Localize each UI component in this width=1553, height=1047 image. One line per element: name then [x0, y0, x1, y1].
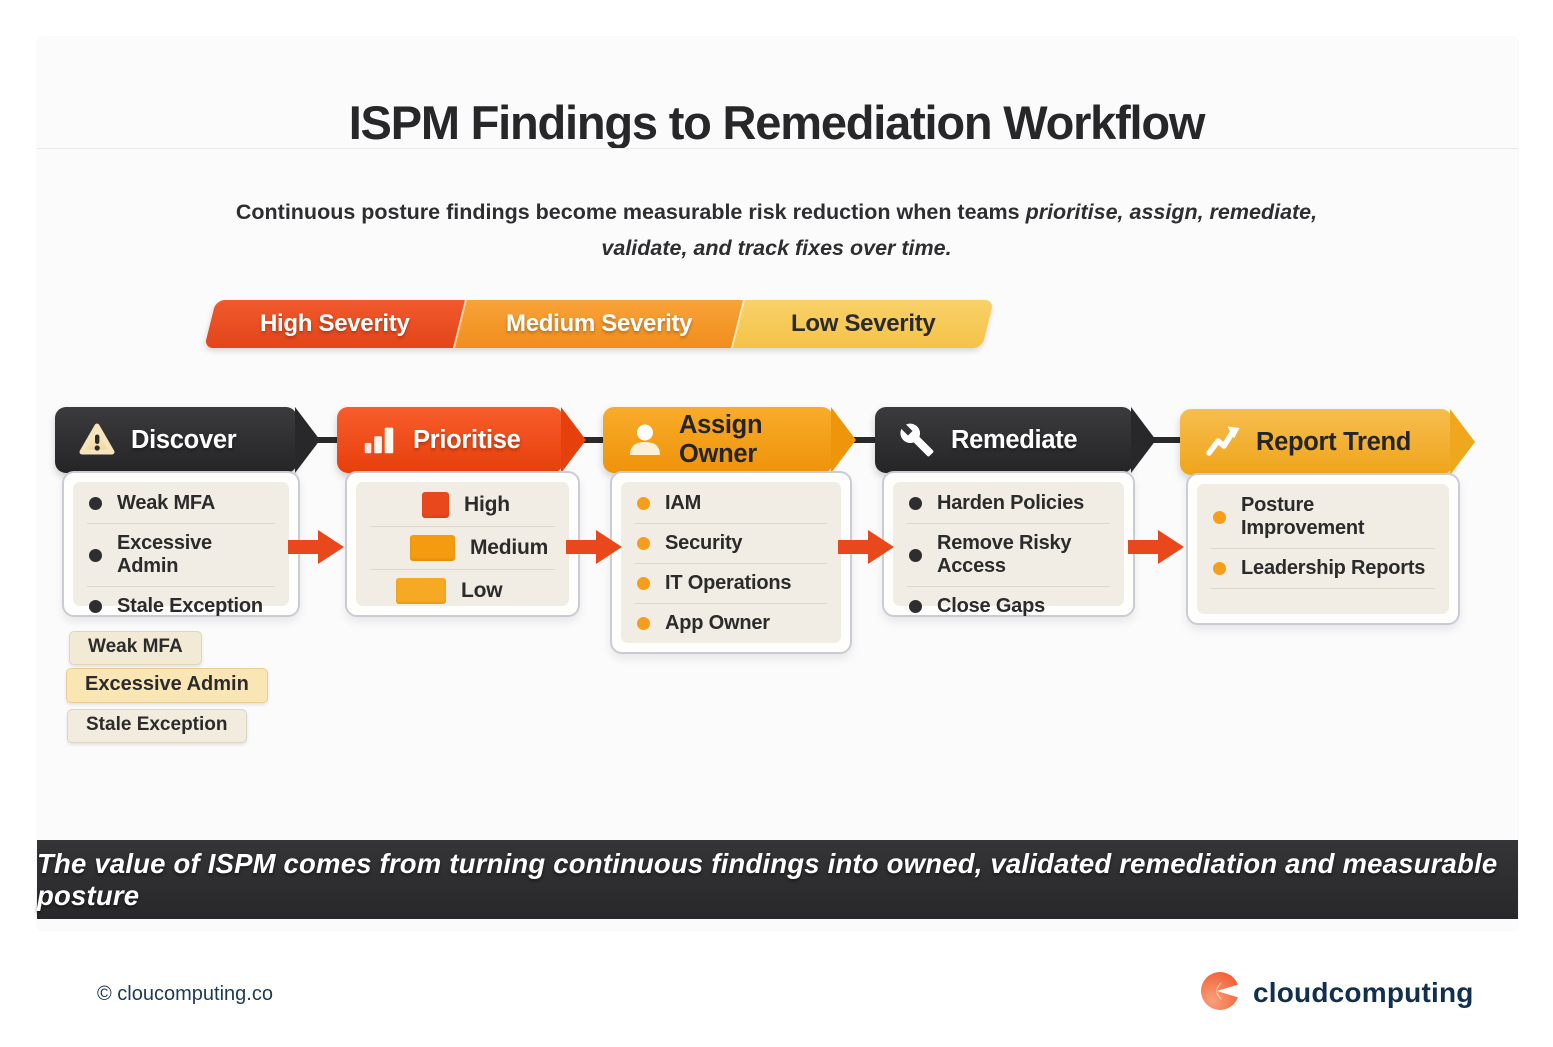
list-item-label: Remove Risky Access — [937, 532, 1072, 577]
bullet-icon — [637, 537, 650, 550]
stage-card-prioritise: High Medium Low — [345, 471, 580, 617]
list-item-label: Weak MFA — [117, 492, 216, 514]
value-banner: The value of ISPM comes from turning con… — [37, 840, 1518, 919]
list-item: App Owner — [635, 604, 827, 643]
stage-header-report-trend: Report Trend — [1180, 409, 1475, 475]
list-item-label: Stale Exception — [117, 595, 263, 617]
bar-chart-icon — [359, 420, 399, 460]
list-item-label: Low — [461, 579, 503, 602]
bullet-icon — [1213, 510, 1226, 524]
severity-band-high: High Severity — [204, 300, 465, 348]
page-title: ISPM Findings to Remediation Workflow — [348, 96, 1206, 150]
subtitle-normal: Continuous posture findings become measu… — [235, 199, 1026, 224]
stage-header-discover: Discover — [55, 407, 320, 473]
flow-arrow-icon — [288, 527, 346, 567]
list-item: Security — [635, 524, 827, 564]
list-item-label: App Owner — [665, 612, 770, 634]
list-item: IAM — [635, 484, 827, 524]
severity-ribbon: High Severity Medium Severity Low Severi… — [204, 300, 994, 348]
severity-band-label: Medium Severity — [505, 310, 693, 337]
bullet-icon — [1213, 562, 1226, 575]
list-item-label: IT Operations — [665, 572, 792, 594]
stage-header-assign-owner: Assign Owner — [603, 407, 856, 473]
stage-card-assign-owner: IAM Security IT Operations App Owner — [610, 471, 852, 654]
list-item-label: IAM — [665, 492, 702, 514]
stage-card-report-trend: Posture Improvement Leadership Reports — [1186, 473, 1460, 625]
brand-lockup: cloudcomputing — [1200, 971, 1474, 1015]
list-item: Excessive Admin — [87, 524, 275, 587]
severity-band-low: Low Severity — [731, 300, 994, 348]
list-item: Weak MFA — [87, 484, 275, 524]
severity-band-label: High Severity — [259, 310, 410, 337]
bullet-icon — [909, 548, 922, 562]
person-icon — [625, 420, 665, 460]
subtitle: Continuous posture findings become measu… — [207, 194, 1347, 268]
cloudcomputing-c-logo-icon — [1200, 971, 1240, 1016]
bullet-icon — [637, 497, 650, 510]
severity-band-medium: Medium Severity — [452, 300, 744, 348]
list-item: Leadership Reports — [1211, 549, 1435, 589]
stage-label: Prioritise — [413, 425, 521, 454]
stage-header-remediate: Remediate — [875, 407, 1156, 473]
bullet-icon — [89, 548, 102, 562]
value-banner-text: The value of ISPM comes from turning con… — [37, 847, 1498, 911]
wrench-icon — [897, 420, 937, 460]
list-item: IT Operations — [635, 564, 827, 604]
finding-tag-stale-exception: Stale Exception — [67, 709, 247, 743]
list-item: Harden Policies — [907, 484, 1110, 524]
list-item-label: Posture Improvement — [1241, 494, 1365, 539]
high-severity-swatch — [422, 492, 449, 518]
stage-label: Remediate — [951, 425, 1078, 454]
finding-tag-excessive-admin: Excessive Admin — [66, 668, 268, 703]
list-item: Medium — [370, 527, 555, 570]
stage-card-discover: Weak MFA Excessive Admin Stale Exception — [62, 471, 300, 617]
stage-label: Assign Owner — [679, 411, 763, 468]
list-item: Posture Improvement — [1211, 486, 1435, 549]
trend-up-icon — [1202, 422, 1242, 462]
low-severity-swatch — [396, 578, 446, 604]
brand-name: cloudcomputing — [1253, 977, 1474, 1008]
warning-icon — [77, 420, 117, 460]
list-item-label: Harden Policies — [937, 492, 1085, 514]
stage-header-prioritise: Prioritise — [337, 407, 586, 473]
bullet-icon — [89, 497, 102, 510]
list-item-label: Medium — [470, 536, 549, 559]
list-item-label: Leadership Reports — [1241, 557, 1426, 579]
stage-label: Report Trend — [1256, 427, 1412, 456]
stage-card-remediate: Harden Policies Remove Risky Access Clos… — [882, 471, 1135, 617]
list-item-label: Security — [665, 532, 743, 554]
list-item: Stale Exception — [87, 587, 275, 626]
copyright-text: © cloucomputing.co — [97, 983, 273, 1005]
list-item-label: Excessive Admin — [117, 532, 212, 577]
bullet-icon — [909, 497, 922, 510]
bullet-icon — [637, 577, 650, 590]
list-item: Low — [370, 570, 555, 612]
subtitle-italic: prioritise, assign, remediate, validate,… — [601, 199, 1318, 261]
title-divider — [37, 148, 1518, 149]
flow-arrow-icon — [1128, 527, 1186, 567]
list-item: Close Gaps — [907, 587, 1110, 626]
bullet-icon — [909, 600, 922, 613]
medium-severity-swatch — [410, 535, 455, 561]
severity-band-label: Low Severity — [791, 310, 936, 337]
flow-arrow-icon — [566, 527, 624, 567]
list-item-label: Close Gaps — [937, 595, 1046, 617]
list-item: High — [370, 484, 555, 527]
finding-tag-weak-mfa: Weak MFA — [69, 631, 202, 665]
list-item: Remove Risky Access — [907, 524, 1110, 587]
list-item-label: High — [464, 493, 510, 516]
flow-arrow-icon — [838, 527, 896, 567]
stage-label: Discover — [131, 425, 237, 454]
bullet-icon — [89, 600, 102, 613]
bullet-icon — [637, 617, 650, 630]
